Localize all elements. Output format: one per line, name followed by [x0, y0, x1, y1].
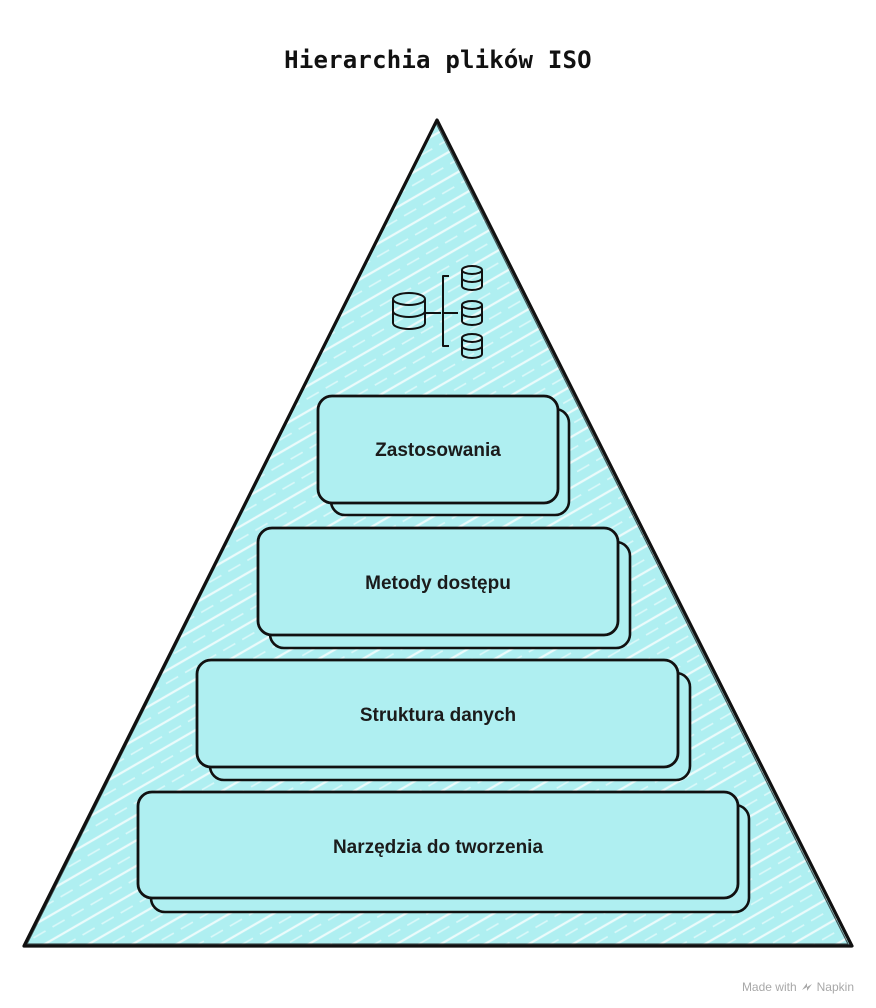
database-hierarchy-icon: [392, 265, 483, 359]
layer-box-struktura-danych: Struktura danych: [195, 658, 692, 782]
layer-label: Metody dostępu: [365, 573, 511, 594]
made-with-text: Made with: [741, 980, 797, 994]
layer-label: Struktura danych: [360, 705, 516, 726]
layer-box-metody-dostepu: Metody dostępu: [256, 526, 632, 650]
napkin-icon: [801, 983, 812, 991]
napkin-brand-text: Napkin: [816, 980, 854, 994]
layer-label: Narzędzia do tworzenia: [333, 837, 544, 858]
layer-box-zastosowania: Zastosowania: [316, 394, 571, 517]
diagram-title: Hierarchia plików ISO: [284, 46, 592, 74]
made-with-napkin-footer: Made with Napkin: [742, 980, 854, 994]
layer-box-narzedzia-do-tworzenia: Narzędzia do tworzenia: [136, 790, 751, 914]
layer-label: Zastosowania: [375, 440, 501, 461]
